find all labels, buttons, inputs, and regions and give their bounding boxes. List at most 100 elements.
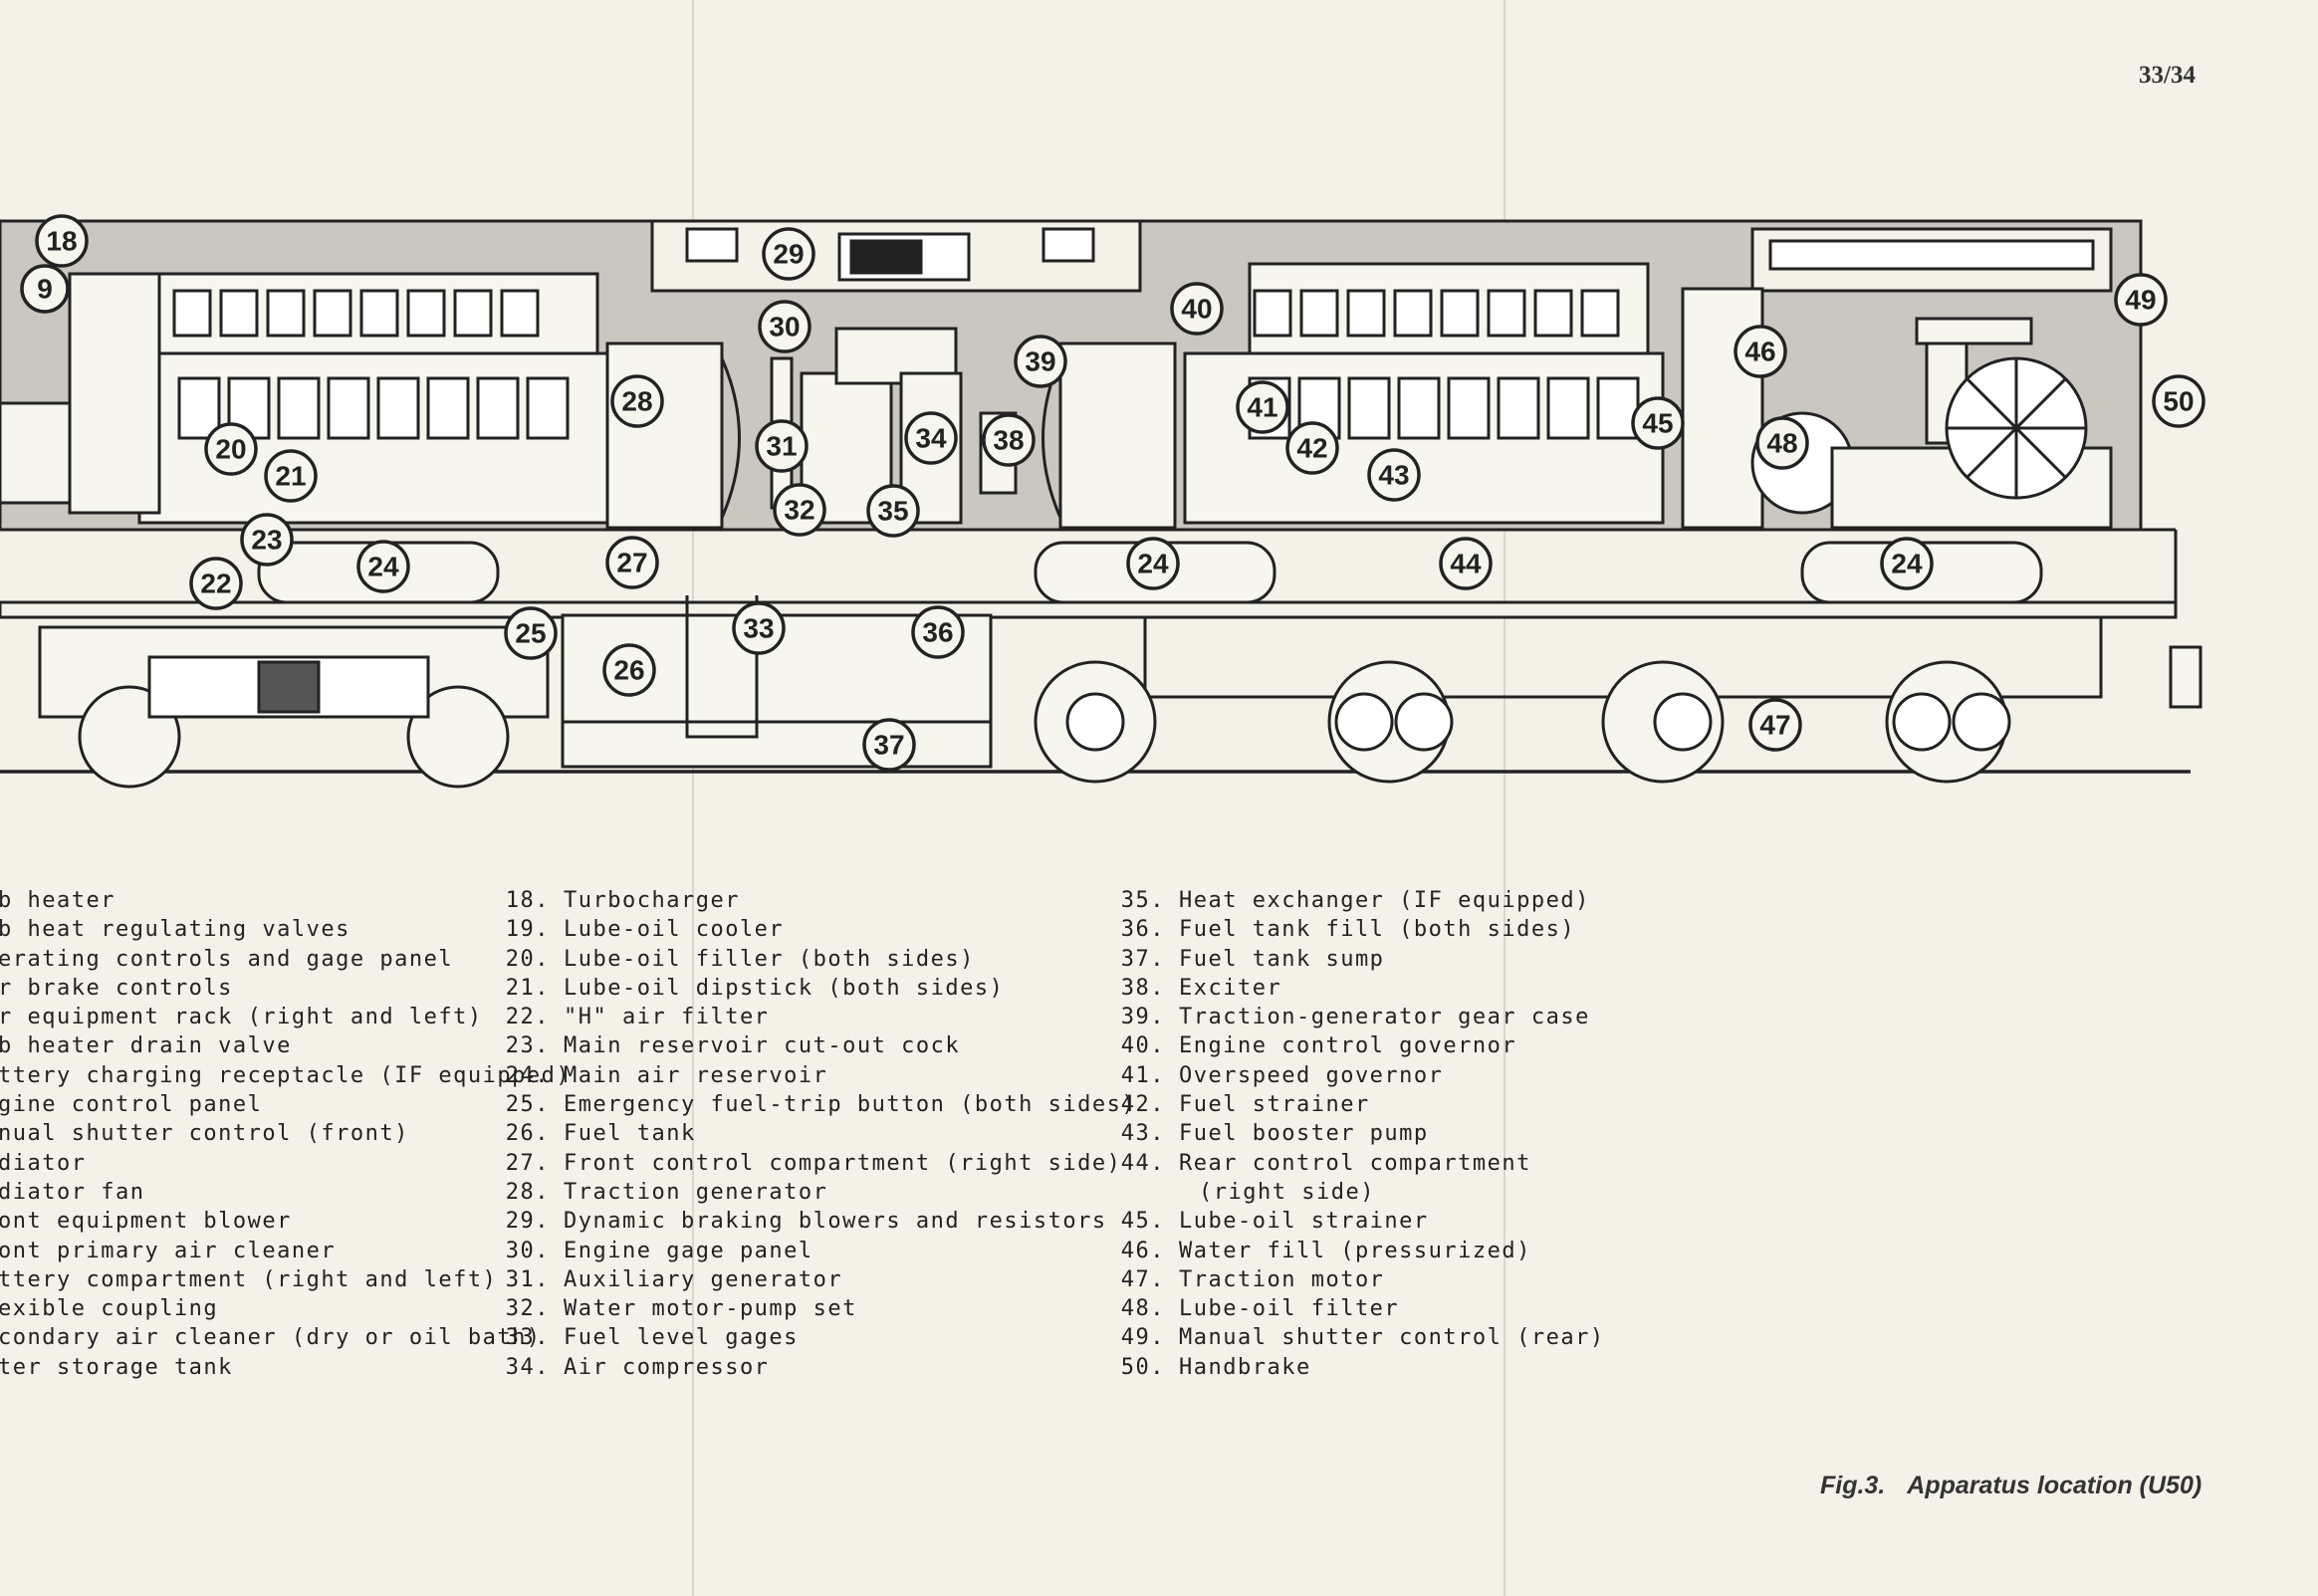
legend-item: 28. Traction generator: [492, 1178, 1136, 1207]
legend-text: Traction motor: [1179, 1266, 1385, 1292]
legend-text: Traction generator: [564, 1179, 828, 1205]
callout-18: 18: [35, 214, 89, 268]
callout-label: 31: [766, 431, 797, 462]
traction-generator: [605, 342, 741, 530]
legend-item: 27.Front control compartment (right side…: [492, 1149, 1136, 1178]
dynamic-brake-hatch: [650, 219, 1142, 293]
legend-number: 34.: [505, 1354, 550, 1380]
legend-item: ter storage tank: [0, 1353, 571, 1382]
legend-number: 37.: [1120, 946, 1165, 972]
legend-text: Fuel tank sump: [1179, 946, 1385, 972]
radiator-fan: [1830, 317, 2113, 530]
legend-number: 24.: [505, 1062, 550, 1088]
legend-item: 42.Fuel strainer: [1107, 1090, 1605, 1119]
legend-item: 41.Overspeed governor: [1107, 1061, 1605, 1090]
legend-item: ttery compartment (right and left): [0, 1265, 571, 1294]
legend-text: exible coupling: [0, 1296, 219, 1322]
legend-number: 33.: [505, 1325, 550, 1351]
legend-text: r equipment rack (right and left): [0, 1005, 483, 1030]
legend-item: 37. Fuel tank sump: [1107, 945, 1605, 974]
callout-26: 26: [602, 643, 656, 697]
legend-text: (right side): [1199, 1179, 1375, 1205]
callout-45: 45: [1631, 396, 1685, 450]
legend-item: 39.Traction-generator gear case: [1107, 1003, 1605, 1031]
callout-label: 39: [1025, 346, 1055, 377]
legend-text: condary air cleaner (dry or oil bath): [0, 1325, 542, 1351]
legend-number: 46.: [1120, 1238, 1165, 1263]
callout-42: 42: [1285, 421, 1339, 475]
legend-item: diator: [0, 1149, 571, 1178]
traction-generator-rear: [1042, 342, 1177, 530]
legend-text: b heat regulating valves: [0, 917, 350, 943]
callout-49: 49: [2114, 273, 2168, 327]
legend-text: Engine control governor: [1179, 1033, 1517, 1059]
legend-text: "H" air filter: [564, 1005, 770, 1030]
legend-text: Lube-oil filter: [1179, 1296, 1400, 1322]
legend-number: 31.: [505, 1266, 550, 1292]
legend-text: ttery charging receptacle (IF equipped): [0, 1062, 572, 1088]
legend-text: Lube-oil cooler: [564, 917, 785, 943]
callout-label: 24: [1137, 549, 1169, 579]
legend-item: 35.Heat exchanger (IF equipped): [1107, 886, 1605, 915]
callout-35: 35: [866, 484, 920, 538]
legend-item: erating controls and gage panel: [0, 945, 571, 974]
figure-caption: Fig.3.Apparatus location (U50): [1820, 1472, 2202, 1500]
legend-number: 28.: [505, 1179, 550, 1205]
legend-number: 30.: [505, 1238, 550, 1263]
callout-24: 24: [1880, 537, 1934, 590]
callout-label: 40: [1181, 294, 1212, 325]
legend-item: 23.Main reservoir cut-out cock: [492, 1031, 1136, 1060]
legend-text: Fuel tank fill (both sides): [1179, 917, 1576, 943]
legend-number: 26.: [505, 1121, 550, 1147]
radiator-grille: [1750, 227, 2113, 293]
legend-item: diator fan: [0, 1178, 571, 1207]
legend-text: b heater drain valve: [0, 1033, 292, 1059]
callout-30: 30: [758, 300, 811, 353]
legend-number: 19.: [505, 917, 550, 943]
legend-item: 18.Turbocharger: [492, 886, 1136, 915]
callout-label: 50: [2163, 386, 2194, 417]
callout-label: 48: [1766, 428, 1797, 459]
callout-label: 32: [784, 495, 814, 526]
legend-number: 43.: [1120, 1121, 1165, 1147]
legend-item: ttery charging receptacle (IF equipped): [0, 1061, 571, 1090]
legend-number: 21.: [505, 975, 550, 1001]
legend-number: 47.: [1120, 1266, 1165, 1292]
legend-text: Emergency fuel-trip button (both sides): [564, 1092, 1137, 1118]
legend-number: 32.: [505, 1296, 550, 1322]
legend-text: diator: [0, 1150, 87, 1176]
legend-number: 18.: [505, 888, 550, 913]
legend-number: 48.: [1120, 1296, 1165, 1322]
legend-item: exible coupling: [0, 1294, 571, 1323]
legend-item: 50.Handbrake: [1107, 1353, 1605, 1382]
callout-label: 22: [200, 569, 231, 599]
callout-23: 23: [240, 513, 294, 567]
legend-text: Water motor-pump set: [564, 1296, 857, 1322]
callout-label: 29: [773, 239, 804, 270]
callout-label: 46: [1744, 337, 1775, 367]
callout-25: 25: [504, 606, 558, 660]
legend-text: ont primary air cleaner: [0, 1238, 337, 1263]
legend-text: Traction-generator gear case: [1179, 1005, 1590, 1030]
callout-label: 38: [993, 425, 1024, 456]
legend-text: Fuel tank: [564, 1121, 696, 1147]
callout-33: 33: [732, 601, 786, 655]
callout-label: 33: [743, 613, 774, 644]
legend-text: Handbrake: [1179, 1354, 1311, 1380]
legend-text: gine control panel: [0, 1092, 263, 1118]
callout-label: 49: [2125, 285, 2156, 316]
legend-text: Main reservoir cut-out cock: [564, 1033, 961, 1059]
legend-number: 38.: [1120, 975, 1165, 1001]
legend-text: Lube-oil strainer: [1179, 1209, 1429, 1235]
callout-44: 44: [1439, 537, 1493, 590]
callout-40: 40: [1170, 282, 1224, 336]
legend-number: 41.: [1120, 1062, 1165, 1088]
callout-43: 43: [1367, 448, 1421, 502]
figure-title: Apparatus location (U50): [1907, 1472, 2202, 1499]
locomotive-diagram: 18 9 29 30 40 49 28 39 41 46 50 20 31 34…: [0, 214, 2205, 789]
legend-item: 26. Fuel tank: [492, 1119, 1136, 1148]
legend-item: 44.Rear control compartment: [1107, 1149, 1605, 1178]
callout-label: 28: [621, 386, 652, 417]
callout-29: 29: [762, 227, 815, 281]
legend-item: 49.Manual shutter control (rear): [1107, 1323, 1605, 1352]
